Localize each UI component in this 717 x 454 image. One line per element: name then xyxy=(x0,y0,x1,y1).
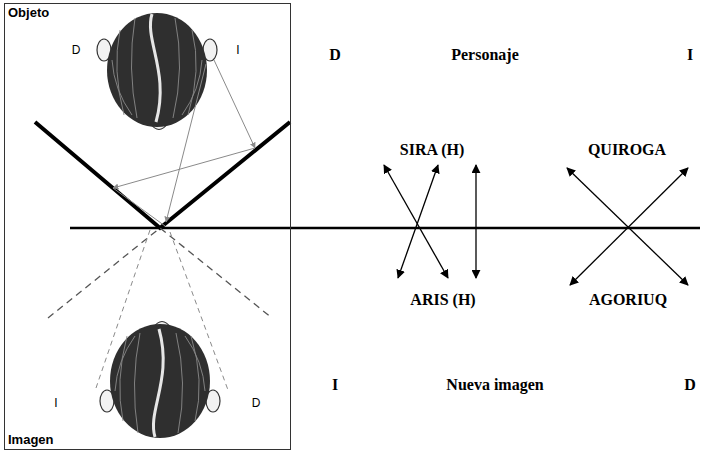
inversion-arrow xyxy=(570,168,688,285)
side-letter: D xyxy=(329,46,341,64)
side-letter: I xyxy=(236,43,239,57)
virtual-mirror xyxy=(48,228,272,318)
row-title: Personaje xyxy=(451,46,519,64)
mirror-axis xyxy=(70,227,700,230)
word-label: AGORIUQ xyxy=(589,291,667,309)
inversion-arrow xyxy=(567,168,688,285)
side-letter: I xyxy=(332,376,338,394)
inversion-arrow xyxy=(475,165,476,278)
light-ray xyxy=(113,188,165,226)
virtual-ray xyxy=(170,232,228,390)
figure-panel: ObjetoD I I D Imagen xyxy=(4,3,291,450)
side-letter: I xyxy=(687,46,693,64)
object-head xyxy=(97,13,217,130)
word-label: SIRA (H) xyxy=(400,141,464,159)
light-ray xyxy=(214,60,255,148)
light-ray xyxy=(113,148,255,188)
side-letter: D xyxy=(252,396,261,410)
side-letter: D xyxy=(72,43,81,57)
virtual-ray xyxy=(96,230,150,388)
inversion-arrow xyxy=(398,165,438,278)
image-head xyxy=(100,322,220,439)
panel-title: Objeto xyxy=(8,5,49,20)
word-label: QUIROGA xyxy=(588,141,666,159)
word-label: ARIS (H) xyxy=(410,291,475,309)
row-title: Nueva imagen xyxy=(446,376,543,394)
mirror xyxy=(35,122,290,228)
panel-title: Imagen xyxy=(8,432,54,447)
inversion-arrow xyxy=(384,165,448,278)
side-letter: I xyxy=(54,396,57,410)
light-ray xyxy=(166,64,206,222)
side-letter: D xyxy=(684,376,696,394)
